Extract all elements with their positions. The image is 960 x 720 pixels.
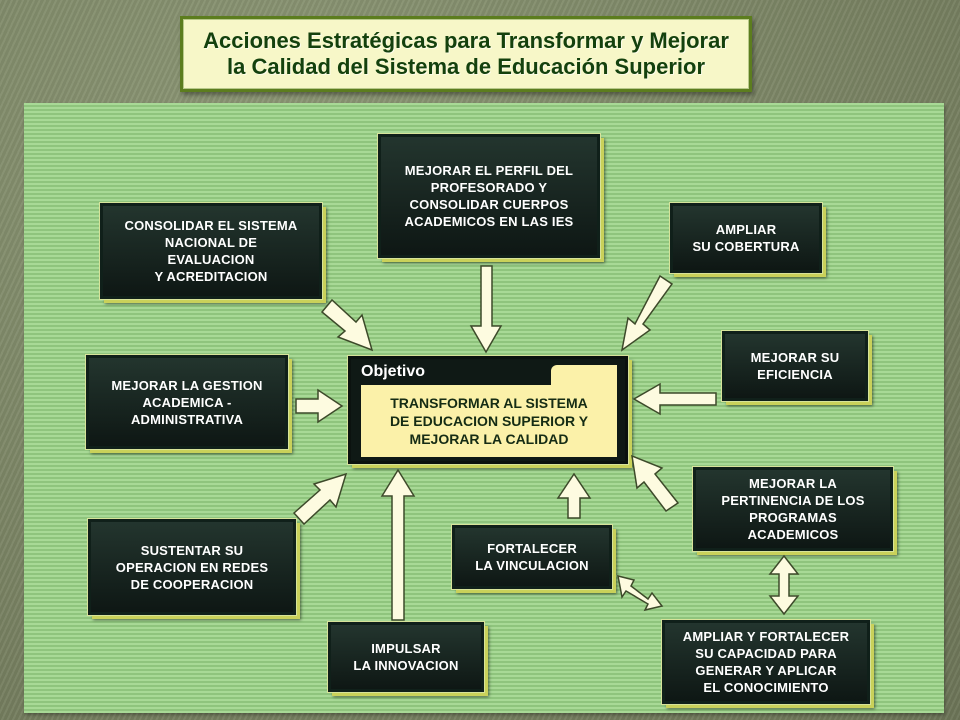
title-line-2: la Calidad del Sistema de Educación Supe… bbox=[226, 54, 706, 79]
box-redes-line-3: DE COOPERACION bbox=[130, 576, 254, 592]
box-innovacion-line-1: IMPULSAR bbox=[371, 641, 441, 656]
box-conocimiento-line-4: EL CONOCIMIENTO bbox=[703, 680, 829, 695]
box-redes-line-2: OPERACION EN REDES bbox=[115, 559, 269, 575]
objective-line-2: DE EDUCACION SUPERIOR Y bbox=[389, 413, 589, 429]
objective-label: Objetivo bbox=[361, 363, 426, 380]
arrow-perfil-to-objective bbox=[469, 265, 503, 354]
arrow-pertinencia-conocimiento bbox=[768, 554, 800, 616]
box-perfil-line-1: MEJORAR EL PERFIL DEL bbox=[404, 163, 574, 178]
box-conocimiento-line-3: GENERAR Y APLICAR bbox=[695, 663, 837, 678]
box-fortalecer-vinculacion: FORTALECER LA VINCULACION bbox=[451, 524, 613, 590]
box-perfil-line-4: ACADEMICOS EN LAS IES bbox=[404, 214, 574, 229]
box-pertinencia-line-2: PERTINENCIA DE LOS bbox=[721, 493, 865, 508]
arrow-redes-to-objective bbox=[292, 472, 348, 526]
box-mejorar-eficiencia: MEJORAR SU EFICIENCIA bbox=[721, 330, 869, 402]
box-evaluacion-line-3: EVALUACION bbox=[167, 252, 255, 267]
arrow-innovacion-to-objective bbox=[380, 468, 416, 621]
box-redes-cooperacion: SUSTENTAR SU OPERACION EN REDES DE COOPE… bbox=[87, 518, 297, 616]
box-perfil-profesorado: MEJORAR EL PERFIL DEL PROFESORADO Y CONS… bbox=[377, 133, 601, 259]
box-cobertura-line-2: SU COBERTURA bbox=[692, 239, 800, 254]
arrow-pertinencia-to-objective bbox=[631, 454, 680, 513]
box-innovacion-line-2: LA INNOVACION bbox=[353, 658, 459, 673]
arrow-evaluacion-to-objective bbox=[320, 298, 374, 352]
box-capacidad-conocimiento: AMPLIAR Y FORTALECER SU CAPACIDAD PARA G… bbox=[661, 619, 871, 705]
box-impulsar-innovacion: IMPULSAR LA INNOVACION bbox=[327, 621, 485, 693]
box-vinculacion-line-1: FORTALECER bbox=[487, 541, 577, 556]
objective-box: Objetivo TRANSFORMAR AL SISTEMA DE EDUCA… bbox=[347, 355, 629, 465]
objective-line-1: TRANSFORMAR AL SISTEMA bbox=[390, 395, 588, 411]
box-conocimiento-line-2: SU CAPACIDAD PARA bbox=[695, 646, 837, 661]
box-eficiencia-line-1: MEJORAR SU bbox=[750, 350, 840, 365]
arrow-cobertura-to-objective bbox=[620, 274, 674, 352]
box-evaluacion-line-1: CONSOLIDAR EL SISTEMA bbox=[124, 218, 298, 233]
box-sistema-evaluacion: CONSOLIDAR EL SISTEMA NACIONAL DE EVALUA… bbox=[99, 202, 323, 300]
box-perfil-line-2: PROFESORADO Y bbox=[430, 180, 548, 195]
box-pertinencia-programas: MEJORAR LA PERTINENCIA DE LOS PROGRAMAS … bbox=[692, 466, 894, 552]
box-conocimiento-line-1: AMPLIAR Y FORTALECER bbox=[682, 629, 850, 644]
box-evaluacion-line-4: Y ACREDITACION bbox=[154, 269, 268, 284]
box-ampliar-cobertura: AMPLIAR SU COBERTURA bbox=[669, 202, 823, 274]
title-line-1: Acciones Estratégicas para Transformar y… bbox=[203, 28, 729, 53]
arrow-gestion-to-objective bbox=[295, 388, 344, 424]
box-pertinencia-line-3: PROGRAMAS bbox=[749, 510, 837, 525]
box-perfil-line-3: CONSOLIDAR CUERPOS bbox=[409, 197, 569, 212]
box-cobertura-line-1: AMPLIAR bbox=[715, 222, 777, 237]
arrow-eficiencia-to-objective bbox=[632, 382, 717, 416]
box-pertinencia-line-4: ACADEMICOS bbox=[747, 527, 839, 542]
box-gestion-academica: MEJORAR LA GESTION ACADEMICA - ADMINISTR… bbox=[85, 354, 289, 450]
box-evaluacion-line-2: NACIONAL DE bbox=[164, 235, 258, 250]
box-redes-line-1: SUSTENTAR SU bbox=[140, 542, 244, 558]
arrow-vinculacion-to-objective bbox=[556, 472, 592, 519]
objective-text: TRANSFORMAR AL SISTEMA DE EDUCACION SUPE… bbox=[361, 385, 617, 457]
box-eficiencia-line-2: EFICIENCIA bbox=[757, 367, 833, 382]
box-vinculacion-line-2: LA VINCULACION bbox=[475, 558, 589, 573]
slide-title: Acciones Estratégicas para Transformar y… bbox=[180, 16, 752, 92]
box-pertinencia-line-1: MEJORAR LA bbox=[749, 476, 837, 491]
box-gestion-line-2: ACADEMICA - bbox=[142, 394, 232, 410]
objective-line-3: MEJORAR LA CALIDAD bbox=[409, 431, 569, 447]
box-gestion-line-1: MEJORAR LA GESTION bbox=[111, 377, 263, 393]
arrow-vinculacion-conocimiento bbox=[617, 574, 664, 612]
box-gestion-line-3: ADMINISTRATIVA bbox=[130, 411, 244, 427]
